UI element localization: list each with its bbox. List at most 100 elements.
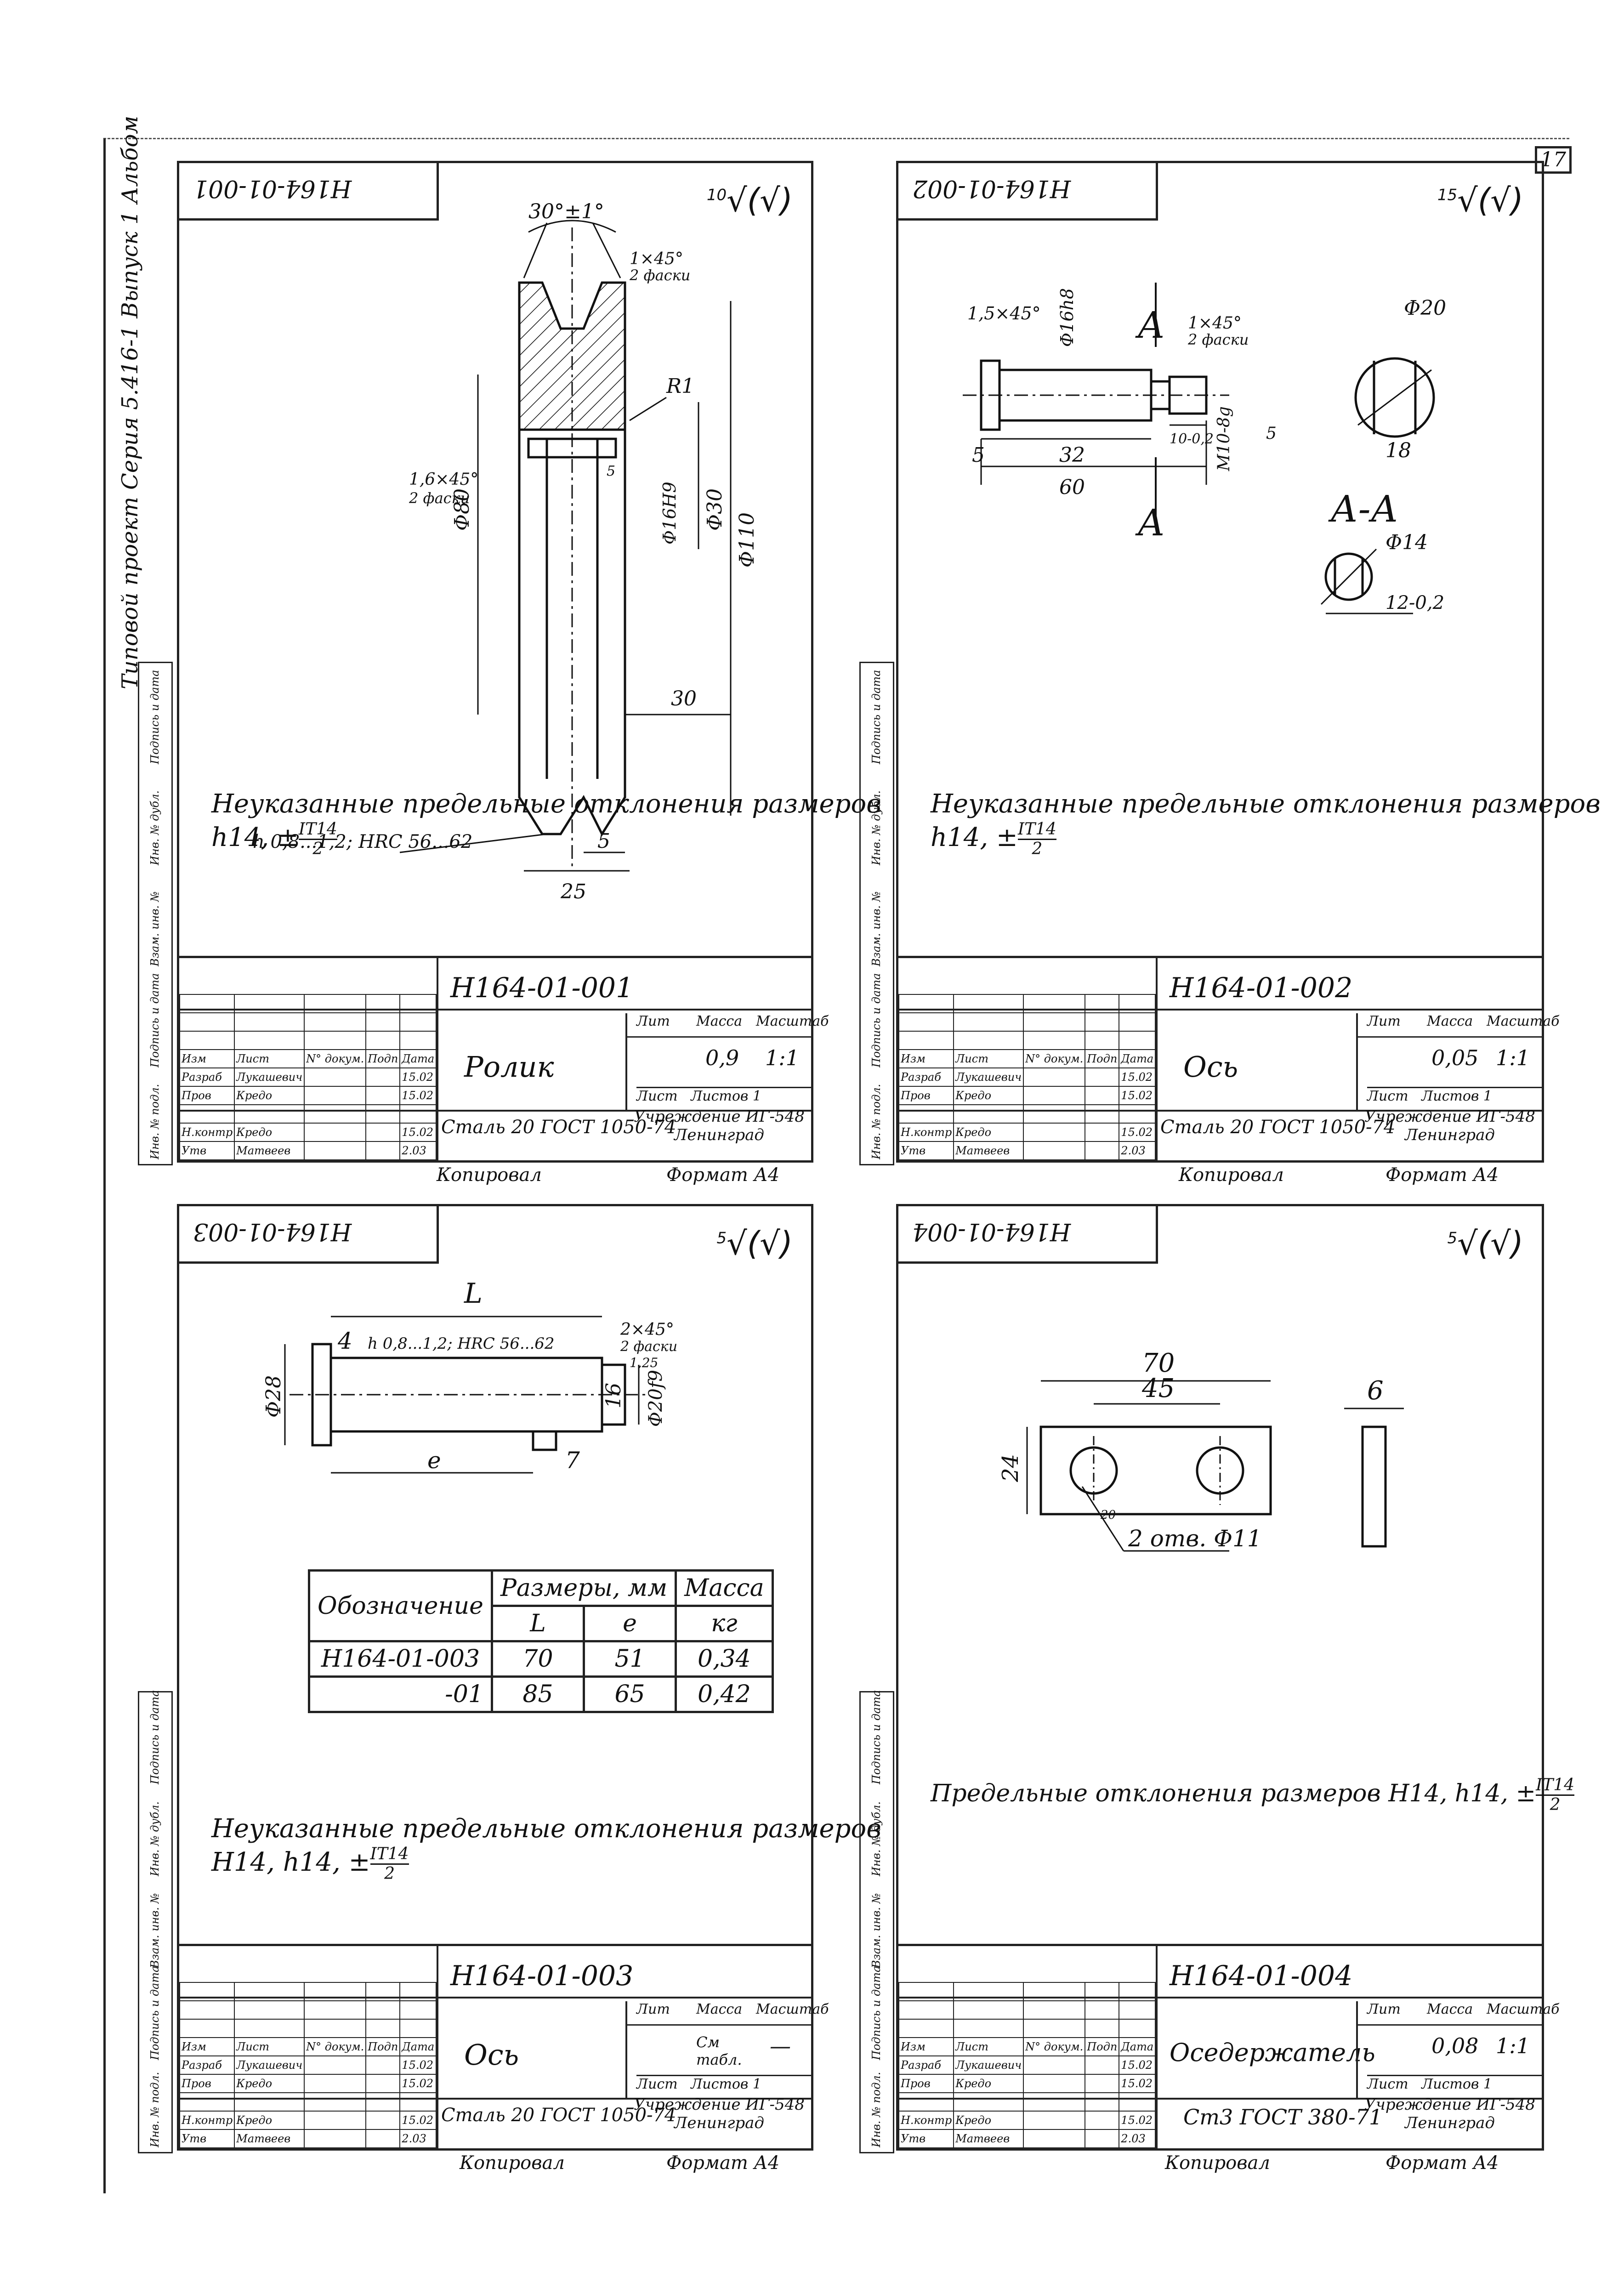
code-box: Н164-01-001 (179, 163, 439, 221)
tolerance-note: Неуказанные предельные отклонения размер… (931, 789, 1601, 858)
mass-value: 0,9 (705, 1045, 739, 1070)
dim-l4: 4 (337, 1328, 352, 1354)
roughness-mark: 5√(√) (1447, 1225, 1523, 1262)
dim-L: L (464, 1280, 483, 1310)
scale-value: — (770, 2033, 791, 2058)
roller-drawing: 30°±1° 1×45° 2 фаски R1 1,6×45° 2 фаски … (253, 200, 759, 903)
dim-angle: 30°±1° (528, 200, 604, 223)
code-box: Н164-01-003 (179, 1206, 439, 1264)
dim-d110: Φ110 (735, 512, 759, 568)
code-box: Н164-01-004 (898, 1206, 1158, 1264)
format-label: Формат А4 (1386, 1164, 1499, 1186)
mass-value: 0,08 (1431, 2033, 1479, 2058)
holder-drawing: 70 45 24 6 2 отв. Φ11 20 (998, 1348, 1404, 1552)
title-code: Н164-01-002 (1170, 972, 1353, 1004)
mass-value: 0,05 (1431, 1045, 1479, 1070)
dim-d30: Φ30 (703, 488, 727, 531)
part-name: Ось (1183, 1050, 1238, 1084)
dim-chamfer-b: 2 фаски (620, 1339, 677, 1355)
dim-r25: 1,25 (630, 1355, 658, 1370)
dim-w30: 30 (671, 687, 697, 710)
dim-d80: Φ80 (450, 488, 474, 531)
dim-w5: 5 (597, 829, 610, 853)
dim-chamfer2: 1,6×45° (409, 470, 478, 489)
institution: Учреждение ИГ-548 Ленинград (634, 2095, 805, 2132)
dim-e: е (427, 1447, 441, 1474)
side-strip-3: Инв. № подл. Подпись и дата Взам. инв. №… (138, 1690, 173, 2153)
part-name: Оседержатель (1170, 2038, 1375, 2067)
axle-pin-drawing: L 4 h 0,8...1,2; HRC 56...62 2×45° 2 фас… (262, 1280, 677, 1474)
copied-by: Копировал (1165, 2152, 1270, 2174)
side-strip-4: Инв. № подл. Подпись и дата Взам. инв. №… (859, 1690, 894, 2153)
dim-l5: 5 (972, 443, 985, 467)
side-strip-1: Инв. № подл. Подпись и дата Взам. инв. №… (138, 662, 173, 1165)
tolerance-note: Предельные отклонения размеров Н14, h14,… (931, 1776, 1575, 1814)
material: Сталь 20 ГОСТ 1050-74 (441, 2105, 676, 2126)
mass-value: См табл. (696, 2033, 742, 2068)
title-code: Н164-01-003 (450, 1960, 634, 1992)
format-label: Формат А4 (666, 1164, 780, 1186)
part-name: Ось (464, 2038, 519, 2072)
material: Ст3 ГОСТ 380-71 (1183, 2105, 1383, 2129)
dim-d16: Φ16Н9 (659, 482, 680, 545)
roughness-mark: 5√(√) (716, 1225, 793, 1262)
dim-d28: Φ28 (262, 1375, 285, 1418)
copied-by: Копировал (1179, 1164, 1284, 1186)
tolerance-note: Неуказанные предельные отклонения размер… (211, 789, 881, 858)
title-code: Н164-01-001 (450, 972, 634, 1004)
dim-chamfer1: 1,5×45° (967, 303, 1041, 324)
dim-hardness: h 0,8...1,2; HRC 56...62 (368, 1334, 555, 1353)
album-label: Типовой проект Серия 5.416-1 Выпуск 1 Ал… (117, 115, 143, 689)
dim-l45: 45 (1141, 1374, 1175, 1403)
material: Сталь 20 ГОСТ 1050-74 (441, 1117, 676, 1138)
side-strip-2: Инв. № подл. Подпись и дата Взам. инв. №… (859, 662, 894, 1165)
page-number: 17 (1535, 146, 1572, 174)
sheet-frame (103, 138, 1569, 2193)
dim-radius: R1 (666, 375, 694, 398)
roughness-mark: 10√(√) (706, 182, 793, 219)
dim-l16: 16 (602, 1383, 625, 1408)
drawing-code-inverted: Н164-01-003 (193, 1218, 352, 1245)
dim-chamfer1: 1×45° (630, 250, 683, 268)
section-mark-bottom: А (1135, 501, 1165, 544)
drawing-sheet-3: Н164-01-003 5√(√) L 4 h 0,8...1,2; HRC 5… (177, 1204, 881, 2174)
drawing-sheet-2: Н164-01-002 15√(√) 1,5×45° Φ16h (896, 161, 1601, 1186)
dim-d14: Φ14 (1386, 531, 1428, 554)
dim-s5: 5 (607, 463, 615, 479)
institution: Учреждение ИГ-548 Ленинград (1364, 1107, 1535, 1144)
dim-m10: М10-8g (1215, 406, 1233, 471)
axle-drawing: 1,5×45° Φ16h8 1×45° 2 фаски Φ20 5 32 60 … (963, 283, 1446, 614)
roughness-mark: 15√(√) (1437, 182, 1523, 219)
dim-d20: Φ20f9 (645, 1370, 666, 1427)
institution: Учреждение ИГ-548 Ленинград (634, 1107, 805, 1144)
dim-w12: 12-0,2 (1386, 592, 1444, 613)
copied-by: Копировал (437, 1164, 542, 1186)
dim-holes: 2 отв. Φ11 (1128, 1525, 1262, 1552)
roughness-20: 20 (1100, 1508, 1116, 1522)
dim-t6: 6 (1367, 1376, 1384, 1406)
code-box: Н164-01-002 (898, 163, 1158, 221)
title-code: Н164-01-004 (1170, 1960, 1353, 1992)
dim-l7: 7 (565, 1447, 580, 1474)
dim-d20: Φ20 (1404, 296, 1446, 320)
dim-chamfer1b: 2 фаски (629, 267, 690, 284)
dim-chamfer2b: 2 фаски (1187, 331, 1249, 348)
dim-d16: Φ16h8 (1057, 288, 1077, 347)
dim-w18: 18 (1386, 439, 1411, 462)
scale-value: 1:1 (765, 1045, 800, 1070)
scale-value: 1:1 (1496, 1045, 1530, 1070)
dim-l70: 70 (1142, 1348, 1175, 1378)
institution: Учреждение ИГ-548 Ленинград (1364, 2095, 1535, 2132)
